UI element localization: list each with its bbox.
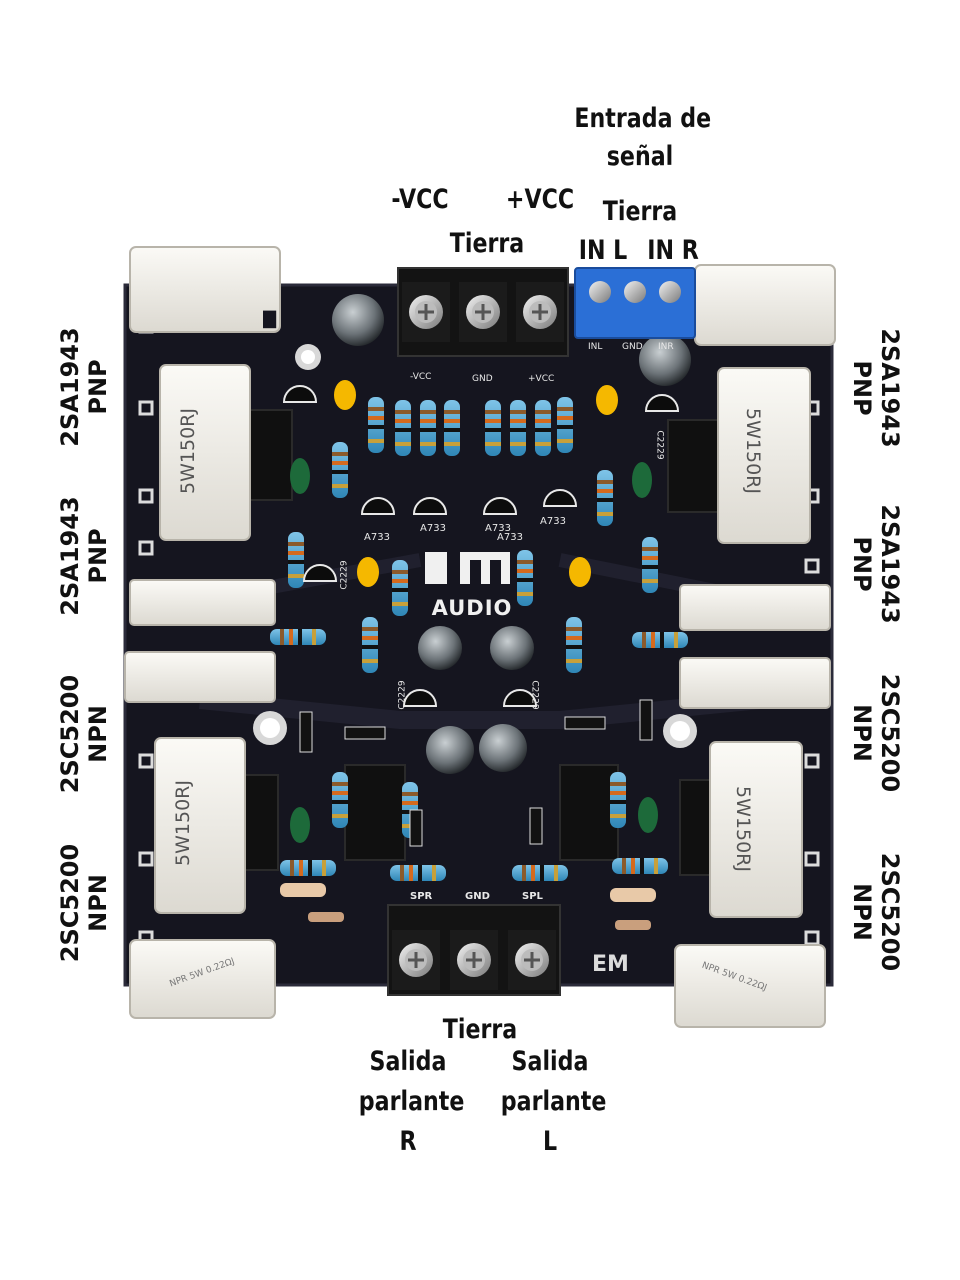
left-transistor-label-3: 2SC5200 NPN: [56, 664, 112, 804]
left-transistor-type-2: PNP: [84, 528, 112, 584]
minus-vcc-label: -VCC: [391, 184, 449, 215]
right-transistor-model-4: 2SC5200: [876, 852, 904, 972]
right-transistor-label-3: 2SC5200 NPN: [848, 663, 904, 803]
in-r-label: IN R: [647, 235, 699, 266]
right-transistor-label-2: 2SA1943 PNP: [848, 494, 904, 634]
left-transistor-model-1: 2SA1943: [56, 327, 84, 447]
plus-vcc-label: +VCC: [505, 184, 575, 215]
right-transistor-label-1: 2SA1943 PNP: [848, 318, 904, 458]
salida-l-line2: parlante: [500, 1086, 607, 1117]
left-transistor-type-3: NPN: [84, 705, 112, 763]
power-terminal-block: [397, 267, 569, 357]
electrolytic-capacitors: [332, 294, 691, 774]
tierra-power-label: Tierra: [449, 228, 525, 259]
left-transistor-type-4: NPN: [84, 874, 112, 932]
left-transistor-label-2: 2SA1943 PNP: [56, 486, 112, 626]
salida-r-line1: Salida: [369, 1046, 447, 1077]
film-capacitors: [290, 458, 658, 843]
right-transistor-label-4: 2SC5200 NPN: [848, 842, 904, 982]
ceramic-resistors: [124, 246, 836, 1028]
tierra-signal-label: Tierra: [602, 196, 678, 227]
signal-input-title-line1: Entrada de: [574, 103, 712, 134]
output-terminal-block: [387, 904, 561, 996]
salida-r-line3: R: [399, 1126, 417, 1157]
in-l-label: IN L: [578, 235, 628, 266]
signal-input-terminal: [574, 267, 696, 339]
right-transistor-model-2: 2SA1943: [876, 504, 904, 624]
right-transistor-type-4: NPN: [848, 883, 876, 941]
right-transistor-type-1: PNP: [848, 360, 876, 416]
left-transistor-label-1: 2SA1943 PNP: [56, 317, 112, 457]
tierra-output-label: Tierra: [442, 1014, 518, 1045]
left-transistor-label-4: 2SC5200 NPN: [56, 833, 112, 973]
right-transistor-type-2: PNP: [848, 536, 876, 592]
left-transistor-model-4: 2SC5200: [56, 843, 84, 963]
salida-l-line1: Salida: [511, 1046, 589, 1077]
tantalum-capacitors: [334, 380, 618, 587]
right-transistor-model-1: 2SA1943: [876, 328, 904, 448]
left-transistor-type-1: PNP: [84, 359, 112, 415]
salida-l-line3: L: [542, 1126, 558, 1157]
diodes: [280, 699, 656, 930]
left-transistor-model-3: 2SC5200: [56, 674, 84, 794]
salida-r-line2: parlante: [358, 1086, 465, 1117]
em-audio-logo: [263, 310, 510, 584]
right-transistor-model-3: 2SC5200: [876, 673, 904, 793]
left-transistor-model-2: 2SA1943: [56, 496, 84, 616]
right-transistor-type-3: NPN: [848, 704, 876, 762]
signal-input-title-line2: señal: [606, 141, 674, 172]
